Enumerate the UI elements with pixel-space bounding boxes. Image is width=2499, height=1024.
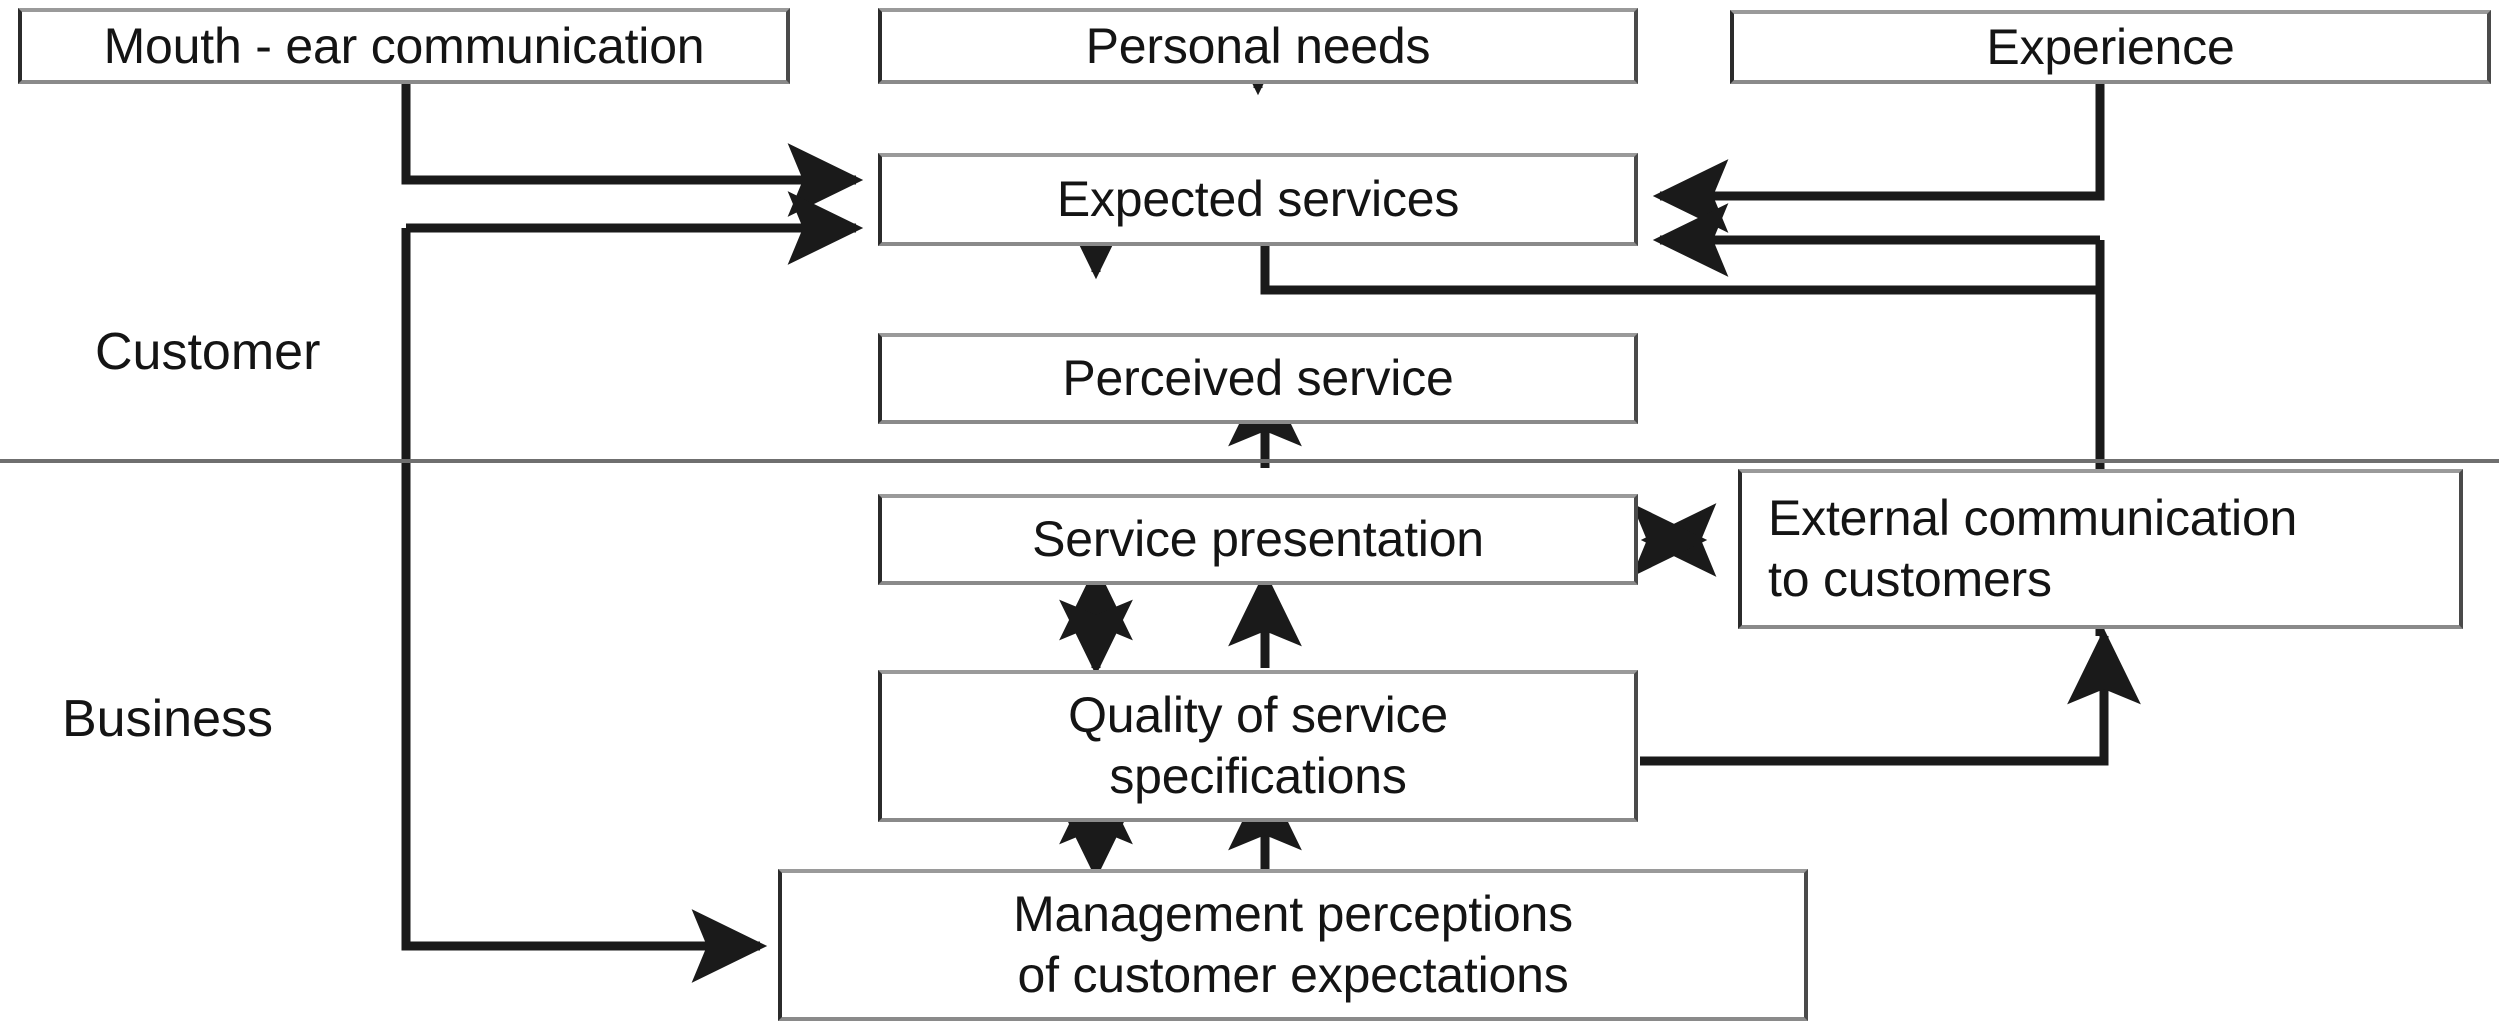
customer-business-divider <box>0 459 2499 463</box>
node-management-perceptions[interactable]: Management perceptions of customer expec… <box>778 869 1808 1021</box>
node-service-presentation[interactable]: Service presentation <box>878 494 1638 585</box>
edge-external-comm-to-perceived <box>1660 240 2105 290</box>
node-expected-services[interactable]: Expected services <box>878 153 1638 246</box>
node-label: Experience <box>1986 18 2235 75</box>
node-label: Perceived service <box>1062 350 1454 406</box>
edge-quality-to-external-comm <box>1640 628 2141 766</box>
node-label: Management perceptions of customer expec… <box>1013 886 1573 1003</box>
edge-expected-to-management <box>401 228 768 983</box>
node-quality-of-service-specifications[interactable]: Quality of service specifications <box>878 670 1638 822</box>
node-perceived-service[interactable]: Perceived service <box>878 333 1638 424</box>
node-label: Mouth - ear communication <box>103 17 705 74</box>
node-label: Quality of service specifications <box>1068 687 1448 804</box>
node-label: Expected services <box>1056 171 1460 227</box>
section-label-business: Business <box>62 690 273 748</box>
node-label: External communication to customers <box>1768 490 2298 607</box>
section-label-customer: Customer <box>95 323 321 381</box>
node-mouth-ear-communication[interactable]: Mouth - ear communication <box>18 8 790 84</box>
node-external-communication-to-customers[interactable]: External communication to customers <box>1738 469 2463 629</box>
node-label: Personal needs <box>1085 17 1431 74</box>
node-personal-needs[interactable]: Personal needs <box>878 8 1638 84</box>
node-experience[interactable]: Experience <box>1730 10 2491 84</box>
node-label: Service presentation <box>1032 511 1484 567</box>
